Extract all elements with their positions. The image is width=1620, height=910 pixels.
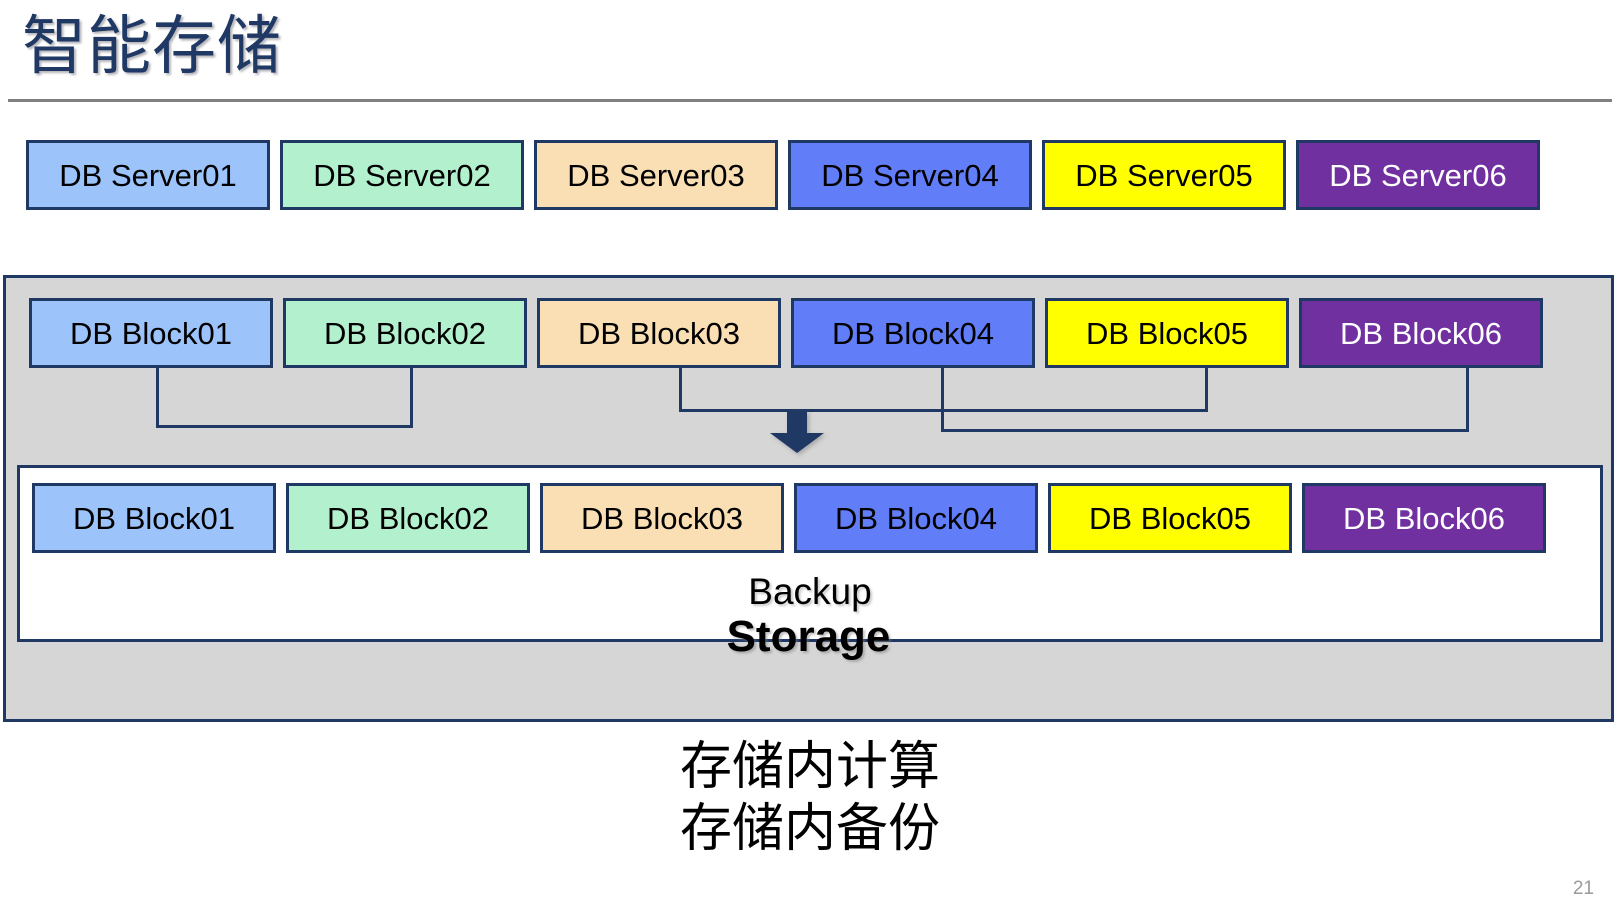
backup-box: DB Block01 DB Block02 DB Block03 DB Block04… [17, 465, 1603, 642]
footer-text: 存储内计算存储内备份 [0, 736, 1620, 860]
db-server-box-label: DB Server01 [59, 157, 237, 193]
db-block-box-backup-label: DB Block02 [327, 500, 489, 536]
footer-line-2: 存储内备份 [679, 799, 940, 859]
block03-drop [679, 368, 682, 409]
db-block-box-top-label: DB Block01 [70, 315, 232, 351]
db-block-box-backup-1: DB Block01 [32, 483, 276, 553]
db-block-box-backup-label: DB Block06 [1343, 500, 1505, 536]
block01-02-join [156, 425, 413, 428]
storage-label: Storage [726, 612, 891, 661]
db-block-box-backup-2: DB Block02 [286, 483, 530, 553]
block05-drop [1205, 368, 1208, 409]
db-block-box-backup-6: DB Block06 [1302, 483, 1546, 553]
db-server-box-4: DB Server04 [788, 140, 1032, 210]
db-block-box-backup-5: DB Block05 [1048, 483, 1292, 553]
db-server-box-3: DB Server03 [534, 140, 778, 210]
footer-line-1: 存储内计算 [679, 737, 940, 797]
backup-label: Backup [748, 571, 872, 612]
db-server-box-1: DB Server01 [26, 140, 270, 210]
db-block-box-backup-label: DB Block01 [73, 500, 235, 536]
db-block-box-top-2: DB Block02 [283, 298, 527, 368]
db-server-box-label: DB Server06 [1329, 157, 1507, 193]
db-block-box-top-6: DB Block06 [1299, 298, 1543, 368]
db-block-box-backup-3: DB Block03 [540, 483, 784, 553]
db-server-box-2: DB Server02 [280, 140, 524, 210]
db-server-box-label: DB Server04 [821, 157, 999, 193]
db-block-box-top-label: DB Block04 [832, 315, 994, 351]
db-block-box-top-label: DB Block03 [578, 315, 740, 351]
db-server-box-label: DB Server05 [1075, 157, 1253, 193]
block01-drop [156, 368, 159, 425]
block02-drop [410, 368, 413, 425]
db-block-box-top-1: DB Block01 [29, 298, 273, 368]
db-block-box-top-label: DB Block06 [1340, 315, 1502, 351]
db-server-box-6: DB Server06 [1296, 140, 1540, 210]
db-block-box-top-label: DB Block05 [1086, 315, 1248, 351]
page-number: 21 [1572, 878, 1594, 899]
db-block-box-top-3: DB Block03 [537, 298, 781, 368]
block04-drop [941, 368, 944, 429]
storage-panel: DB Block01 DB Block02 DB Block03 DB Block04… [3, 275, 1614, 722]
db-block-box-top-label: DB Block02 [324, 315, 486, 351]
title-divider [8, 99, 1612, 102]
db-server-box-5: DB Server05 [1042, 140, 1286, 210]
db-block-box-top-4: DB Block04 [791, 298, 1035, 368]
db-block-box-backup-label: DB Block05 [1089, 500, 1251, 536]
db-block-box-backup-4: DB Block04 [794, 483, 1038, 553]
db-server-box-label: DB Server03 [567, 157, 745, 193]
down-arrow-icon [770, 411, 824, 453]
db-server-box-label: DB Server02 [313, 157, 491, 193]
block04-06-join [941, 429, 1469, 432]
db-block-box-backup-label: DB Block03 [581, 500, 743, 536]
page-title: 智能存储 [22, 10, 282, 82]
db-block-box-top-5: DB Block05 [1045, 298, 1289, 368]
db-block-box-backup-label: DB Block04 [835, 500, 997, 536]
block06-drop [1466, 368, 1469, 429]
